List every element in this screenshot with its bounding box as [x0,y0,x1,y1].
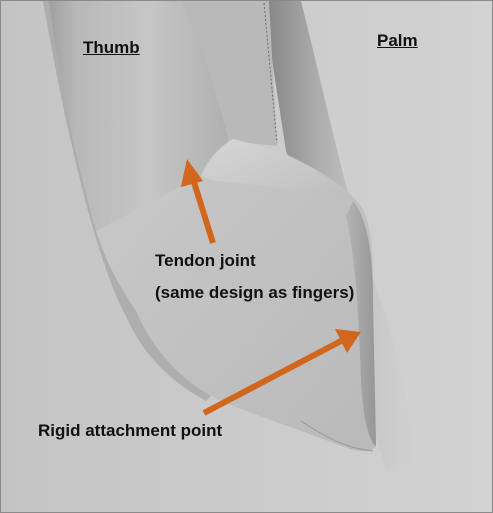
thumb-back-face [181,1,277,146]
tendon-joint-body [96,139,376,452]
tip-shading [346,201,376,446]
thumb-seam [263,2,278,144]
palm-label: Palm [377,31,418,50]
rigid-attachment-label: Rigid attachment point [38,421,223,440]
tendon-joint-top-face [201,139,353,201]
thumb-label: Thumb [83,38,140,57]
tendon-joint-arrow [181,159,216,244]
base-edge [300,420,374,452]
rigid-attachment-arrow [202,329,361,416]
tendon-joint-label: Tendon joint [155,251,256,270]
tendon-joint-sublabel: (same design as fingers) [155,283,355,302]
